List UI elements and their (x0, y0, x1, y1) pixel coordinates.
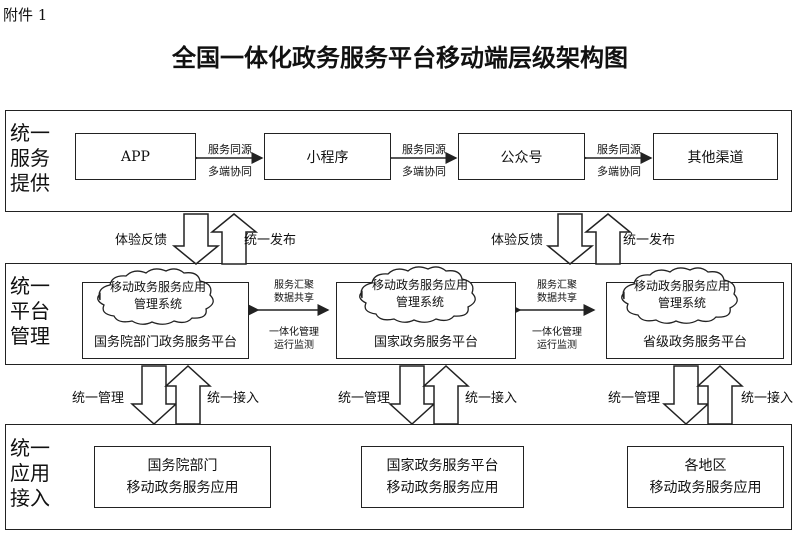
platform-link-top-label: 服务汇聚数据共享 (274, 280, 314, 304)
publish-up-arrow (583, 213, 633, 265)
service-layer (5, 110, 792, 212)
feedback-label: 体验反馈 (115, 233, 168, 248)
platform-layer-label: 统一平台管理 (10, 274, 50, 348)
manage-label: 统一管理 (338, 391, 391, 406)
app-national: 国家政务服务平台移动政务服务应用 (361, 446, 524, 508)
access-up-arrow (164, 364, 212, 425)
access-layer-label: 统一应用接入 (10, 436, 50, 510)
platform-link-top-label: 服务汇聚数据共享 (537, 280, 577, 304)
platform-layer (5, 263, 792, 365)
cloud-label: 移动政务服务应用管理系统 (371, 278, 468, 309)
manage-down-arrow (662, 365, 710, 426)
attachment-label: 附件 1 (3, 6, 48, 24)
manage-down-arrow (130, 365, 178, 426)
access-up-arrow (696, 364, 744, 425)
platform-link-bottom-label: 一体化管理运行监测 (532, 327, 582, 351)
access-label: 统一接入 (465, 391, 518, 406)
channel-other: 其他渠道 (653, 133, 778, 180)
channel-official-account: 公众号 (458, 133, 585, 180)
channel-link-label: 服务同源多端协同 (597, 143, 641, 178)
feedback-down-arrow (545, 213, 595, 265)
cloud-label: 移动政务服务应用管理系统 (109, 280, 206, 311)
feedback-label: 体验反馈 (491, 233, 544, 248)
access-label: 统一接入 (207, 391, 260, 406)
channel-link-label: 服务同源多端协同 (402, 143, 446, 178)
cloud-label: 移动政务服务应用管理系统 (633, 279, 730, 310)
channel-app: APP (75, 133, 196, 180)
publish-up-arrow (209, 213, 259, 265)
manage-down-arrow (388, 365, 436, 426)
cloud-shape (621, 267, 738, 324)
cloud-shape (359, 266, 476, 323)
channel-mini-program: 小程序 (264, 133, 391, 180)
app-state-council: 国务院部门移动政务服务应用 (94, 446, 271, 508)
access-layer (5, 424, 792, 530)
page-title: 全国一体化政务服务平台移动端层级架构图 (172, 43, 628, 72)
publish-label: 统一发布 (244, 233, 297, 248)
publish-label: 统一发布 (623, 233, 676, 248)
channel-link-label: 服务同源多端协同 (208, 143, 252, 178)
manage-label: 统一管理 (608, 391, 661, 406)
access-up-arrow (422, 364, 470, 425)
service-layer-label: 统一服务提供 (10, 121, 50, 195)
platform-link-bottom-label: 一体化管理运行监测 (269, 327, 319, 351)
cloud-shape (97, 268, 214, 325)
manage-label: 统一管理 (72, 391, 125, 406)
app-regional: 各地区移动政务服务应用 (627, 446, 784, 508)
feedback-down-arrow (171, 213, 221, 265)
access-label: 统一接入 (741, 391, 794, 406)
